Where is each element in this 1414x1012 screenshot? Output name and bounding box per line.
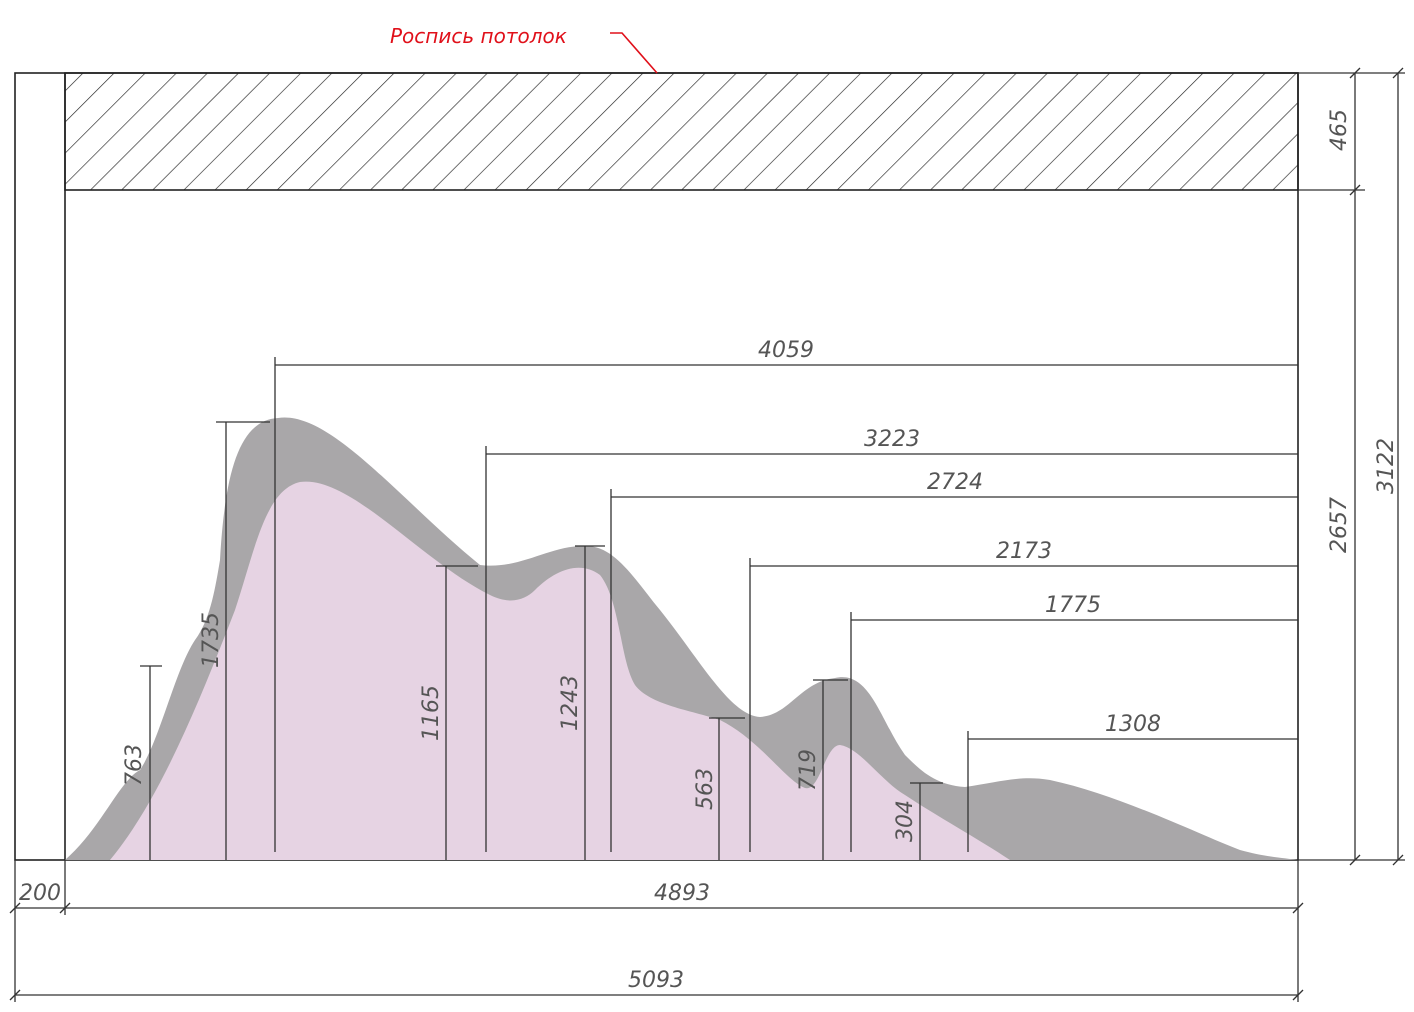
dim-v-763: 763	[122, 744, 147, 786]
dim-ceiling-band-height: 465	[1327, 109, 1352, 151]
dim-total-height: 3122	[1374, 438, 1399, 494]
dim-h-3223: 3223	[864, 427, 920, 452]
dim-h-1308: 1308	[1105, 712, 1161, 737]
dim-left-offset: 200	[19, 881, 61, 906]
dim-total-width: 5093	[628, 968, 684, 993]
dim-wall-height: 2657	[1327, 497, 1352, 553]
bottom-dimensions: 200 4893 5093	[9, 860, 1304, 1002]
annotation-leader	[610, 32, 658, 74]
dim-v-1165: 1165	[419, 685, 444, 741]
inner-mountain	[110, 481, 1010, 860]
dim-wall-width: 4893	[654, 881, 710, 906]
right-dimensions: 465 2657 3122	[1298, 67, 1405, 866]
ceiling-painting-label: Роспись потолок	[390, 24, 567, 48]
dim-h-2724: 2724	[927, 470, 983, 495]
dim-v-719: 719	[796, 749, 821, 791]
dim-v-1735: 1735	[199, 612, 224, 668]
dim-h-4059: 4059	[758, 338, 814, 363]
dim-v-1243: 1243	[558, 675, 583, 731]
dim-h-1775: 1775	[1045, 593, 1101, 618]
mountain-silhouette	[65, 417, 1298, 860]
ceiling-band-border	[64, 72, 1299, 191]
peak-horizontal-dimensions: 4059 3223 2724 2173 1775 1308	[274, 338, 1298, 852]
dim-v-563: 563	[693, 768, 718, 810]
dim-h-2173: 2173	[996, 539, 1052, 564]
ceiling-hatch-band	[65, 73, 1298, 190]
peak-vertical-dimensions: 763 1735 1165 1243 563 719 304	[122, 421, 943, 860]
dim-v-304: 304	[893, 800, 918, 842]
